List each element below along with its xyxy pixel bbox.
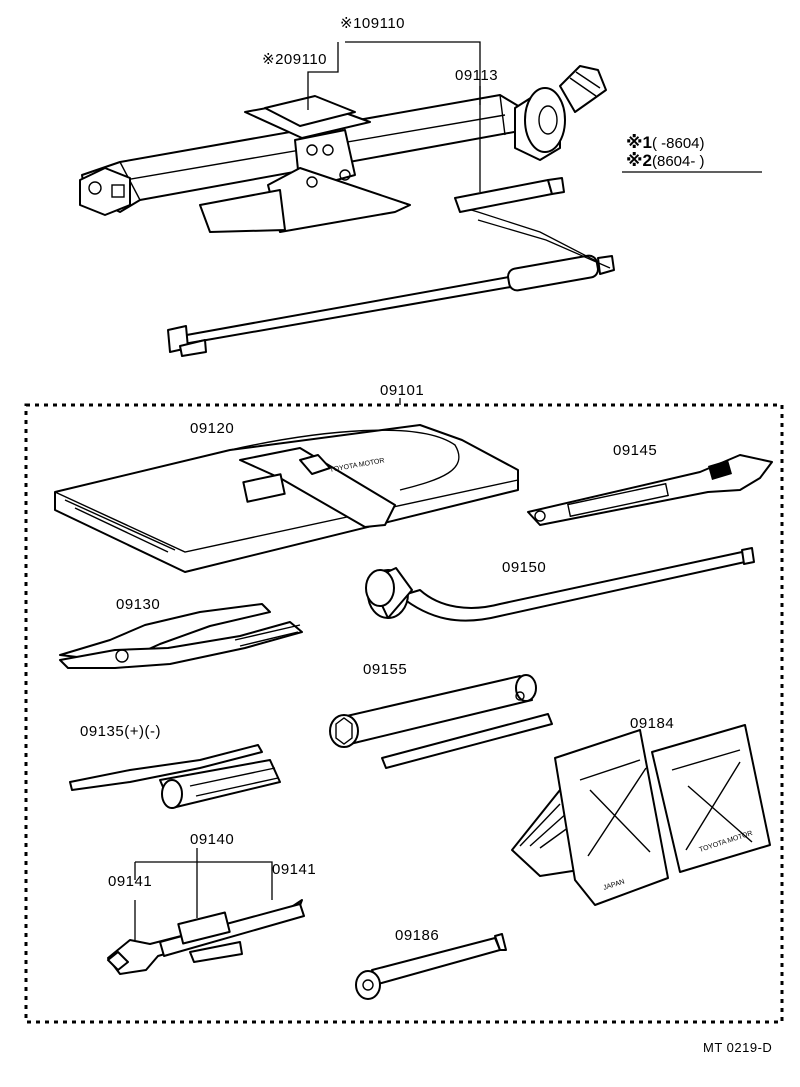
socket-wrench-icon [329,674,553,769]
label-chock: 09184 [630,715,675,732]
label-wrench-set: 09140 [190,831,235,848]
pliers-icon [59,603,303,669]
label-adjustable-wrench: 09145 [613,442,658,459]
towing-eye-icon [355,933,507,1000]
wheel-chock-icon: JAPAN TOYOTA MOTOR [511,724,771,906]
screwdriver-icon [69,744,281,809]
label-wrench-left: 09141 [108,873,153,890]
label-jack-assy-2: ※209110 [262,51,328,68]
open-end-wrench-icon [107,848,305,975]
figure-code: MT 0219-D [703,1040,773,1055]
legend-row-1: ※1( -8604) [626,134,705,153]
label-tool-bag: 09120 [190,420,235,437]
label-tool-set: 09101 [380,382,425,399]
label-pliers: 09130 [116,596,161,613]
scissor-jack-icon [79,65,607,233]
tool-bag-icon: TOYOTA MOTOR [54,424,519,573]
label-lug-wrench: 09150 [502,559,547,576]
label-jack-assy-1: ※109110 [340,15,406,32]
legend-mark-1: ※1 [626,133,652,152]
jack-handle-icon [167,177,615,357]
legend-row-2: ※2(8604- ) [626,152,705,171]
legend-range-2: (8604- ) [651,153,705,170]
legend-range-1: ( -8604) [651,135,705,152]
label-jack-handle: 09113 [455,67,499,84]
label-screwdriver: 09135(+)(-) [80,723,161,740]
label-wrench-right: 09141 [272,861,317,878]
lug-wrench-icon [365,547,755,622]
adjustable-wrench-icon [527,454,773,526]
label-socket-wrench: 09155 [363,661,408,678]
label-towing-eye: 09186 [395,927,440,944]
legend-mark-2: ※2 [626,151,652,170]
